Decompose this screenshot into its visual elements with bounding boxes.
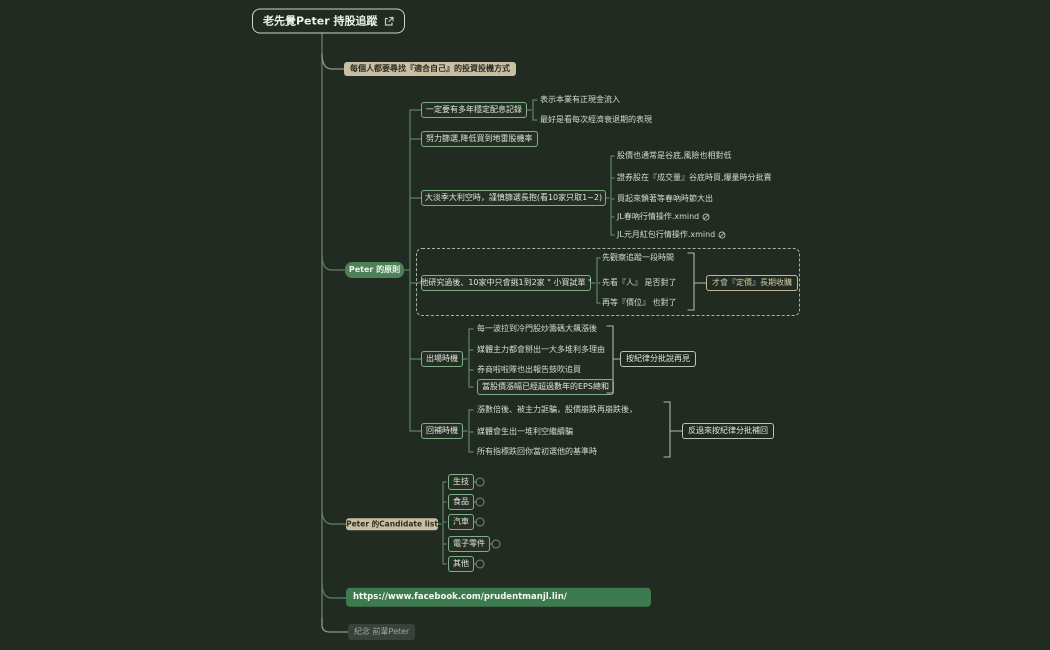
attachment-icon[interactable] [702,213,710,221]
candidate-category-node[interactable]: 汽車 [448,514,474,530]
offseason-child-topic[interactable]: 證券股在『成交量』谷底時買,爆量時分批賣 [617,174,772,182]
eps-highlight-node[interactable]: 當股價漲幅已經超過數年的EPS總和 [477,379,614,395]
external-link-icon[interactable] [384,16,394,26]
collapsed-count-badges [476,478,500,568]
principles-node[interactable]: Peter 的原則 [345,262,404,278]
research-child-topic[interactable]: 再等『價位』 也對了 [602,299,677,307]
rebuy-timing-node[interactable]: 回補時機 [421,423,463,439]
research-child-topic[interactable]: 先看『人』 是否對了 [602,279,677,287]
rebuy-child-topic[interactable]: 所有指標跌回你當初選他的基準時 [477,448,597,456]
offseason-child-topic[interactable]: JL元月紅包行情操作.xmind [617,231,726,239]
memorial-node[interactable]: 紀念 前輩Peter [348,624,415,640]
offseason-child-topic[interactable]: JL春吶行情操作.xmind [617,213,710,221]
tan-connectors [322,54,348,632]
candidate-category-node[interactable]: 其他 [448,556,474,572]
exit-summary-node[interactable]: 按紀律分批說再見 [620,351,696,367]
dividend-rule-node[interactable]: 一定要有多年穩定配息記錄 [421,102,527,118]
xmind-file-label: JL元月紅包行情操作.xmind [617,231,715,239]
offseason-child-topic[interactable]: 股價也通常是谷底,風險也相對低 [617,152,732,160]
screening-rule-node[interactable]: 努力篩選,降低買到地雷股機率 [421,131,538,147]
candidate-category-node[interactable]: 生技 [448,474,474,490]
rebuy-summary-node[interactable]: 反過來按紀律分批補回 [682,423,774,439]
exit-child-topic[interactable]: 媒體主力都會掰出一大多堆利多理由 [477,346,605,354]
candidate-list-node[interactable]: Peter 的Candidate list [346,518,438,530]
research-child-topic[interactable]: 先觀察追蹤一段時間 [602,254,674,262]
root-topic-label: 老先覺Peter 持股追蹤 [263,16,378,27]
offseason-rule-node[interactable]: 大淡季大利空時，謹慎篩選長抱(看10家只取1~2) [421,190,606,206]
facebook-link-node[interactable]: https://www.facebook.com/prudentmanjl.li… [346,588,651,607]
candidate-category-node[interactable]: 食品 [448,494,474,510]
research-summary-node[interactable]: 才會『定價』長期收購 [706,275,798,291]
dividend-child-topic[interactable]: 最好是看每次經濟衰退期的表現 [540,116,652,124]
offseason-child-topic[interactable]: 買起來鎖著等春吶時節大出 [617,195,713,203]
rebuy-child-topic[interactable]: 漲數倍後、被主力誆騙，股價崩跌再崩跌後， [477,406,637,414]
motto-node[interactable]: 每個人都要尋找『適合自己』的投資投機方式 [344,62,516,76]
dividend-child-topic[interactable]: 表示本業有正現金流入 [540,96,620,104]
candidate-category-node[interactable]: 電子零件 [448,536,490,552]
xmind-file-label: JL春吶行情操作.xmind [617,213,699,221]
research-rule-node[interactable]: 他研究過後、10家中只會挑1到2家 " 小買試單 " [421,275,591,291]
root-topic[interactable]: 老先覺Peter 持股追蹤 [252,9,405,34]
exit-child-topic[interactable]: 每一波拉到冷門股炒籌碼大飆漲後 [477,325,597,333]
exit-timing-node[interactable]: 出場時機 [421,351,463,367]
attachment-icon[interactable] [718,231,726,239]
rebuy-child-topic[interactable]: 媒體會生出一堆利空繼續騙 [477,428,573,436]
exit-child-topic[interactable]: 券商啦啦隊也出報告鼓吹追買 [477,366,581,374]
